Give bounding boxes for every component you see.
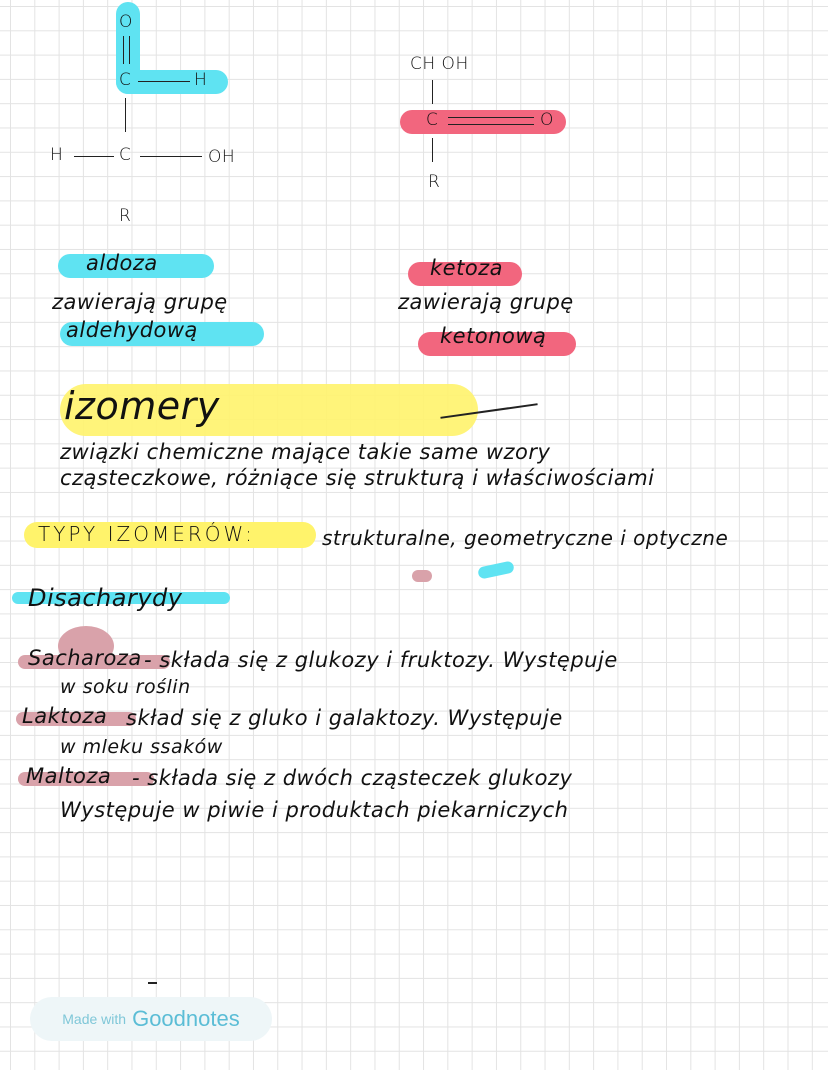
disaccharide-name: Sacharoza xyxy=(28,646,142,670)
stray-mark xyxy=(148,982,157,984)
bond xyxy=(74,156,114,157)
highlight-yellow xyxy=(60,384,478,436)
double-bond xyxy=(448,117,534,118)
group-oh: OH xyxy=(208,147,236,167)
highlight-cyan xyxy=(12,592,230,604)
goodnotes-logo: Goodnotes xyxy=(132,1006,240,1031)
atom-c: C xyxy=(119,70,132,90)
isomer-types-value: strukturalne, geometryczne i optyczne xyxy=(322,526,729,550)
disaccharides-title: Disacharydy xyxy=(28,584,183,612)
highlight-pink xyxy=(408,262,522,286)
isomer-types-label: TYPY IZOMERÓW: xyxy=(38,522,255,546)
disaccharide-name: Laktoza xyxy=(22,704,108,728)
atom-c: C xyxy=(119,145,132,165)
double-bond xyxy=(123,36,124,64)
highlight-pink xyxy=(400,110,566,134)
bond xyxy=(125,98,126,132)
highlight-mauve xyxy=(16,712,136,726)
highlight-cyan xyxy=(58,254,214,278)
stray-mark xyxy=(412,570,432,582)
double-bond xyxy=(448,124,534,125)
double-bond xyxy=(129,36,130,64)
highlight-yellow xyxy=(24,522,316,548)
disaccharide-desc: Występuje w piwie i produktach piekarnic… xyxy=(60,798,569,822)
disaccharide-name: Maltoza xyxy=(26,764,112,788)
aldose-desc: aldehydową xyxy=(66,318,198,342)
bond xyxy=(140,156,202,157)
disaccharide-desc: - składa się z glukozy i fruktozy. Wystę… xyxy=(144,648,618,672)
atom-h: H xyxy=(194,70,208,90)
highlight-cyan xyxy=(116,70,228,94)
group-r: R xyxy=(428,172,441,192)
group-r: R xyxy=(119,206,132,226)
disaccharide-desc: skład się z gluko i galaktozy. Występuje xyxy=(126,706,563,730)
disaccharide-desc: w soku roślin xyxy=(60,676,191,698)
goodnotes-watermark: Made with Goodnotes xyxy=(30,997,272,1041)
ketose-name: ketoza xyxy=(430,256,504,280)
bond xyxy=(432,138,433,162)
aldose-desc: zawierają grupę xyxy=(52,290,228,314)
atom-o: O xyxy=(540,110,554,130)
atom-o: O xyxy=(119,12,133,32)
highlight-mauve xyxy=(18,655,170,669)
stray-mark xyxy=(477,560,515,580)
bond xyxy=(432,80,433,104)
group-ch2oh: CH OH xyxy=(410,54,469,74)
disaccharide-desc: w mleku ssaków xyxy=(60,736,223,758)
atom-h: H xyxy=(50,145,64,165)
isomers-definition: cząsteczkowe, różniące się strukturą i w… xyxy=(60,466,655,490)
disaccharide-desc: - składa się z dwóch cząsteczek glukozy xyxy=(132,766,573,790)
bond xyxy=(138,81,190,82)
atom-c: C xyxy=(426,110,439,130)
highlight-cyan xyxy=(60,322,264,346)
aldose-name: aldoza xyxy=(86,251,158,275)
watermark-prefix: Made with xyxy=(62,1011,127,1027)
isomers-definition: związki chemiczne mające takie same wzor… xyxy=(60,440,551,464)
isomers-title: izomery xyxy=(64,384,220,428)
highlight-mauve xyxy=(18,772,154,786)
highlight-pink xyxy=(418,332,576,356)
ketose-desc: ketonową xyxy=(440,324,547,348)
ketose-desc: zawierają grupę xyxy=(398,290,574,314)
